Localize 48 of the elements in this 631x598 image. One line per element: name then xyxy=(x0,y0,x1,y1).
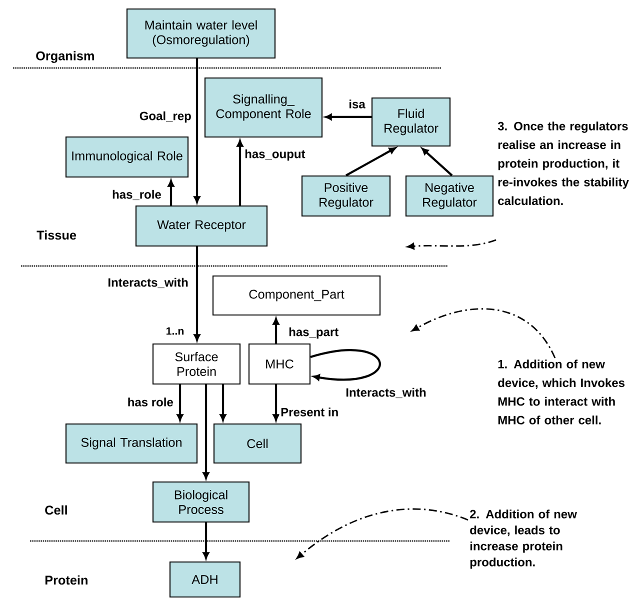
arrow xyxy=(168,180,174,206)
process-box: Immunological Role xyxy=(65,136,189,178)
arrow xyxy=(412,308,556,358)
arrow xyxy=(325,114,372,120)
process-box: Fluid Regulator xyxy=(371,97,451,147)
process-box: Surface Protein xyxy=(152,343,241,385)
process-box: ADH xyxy=(169,561,241,598)
edge-label: has_ouput xyxy=(243,148,307,162)
process-box: Positive Regulator xyxy=(301,175,391,217)
process-box: Signalling_ Component Role xyxy=(204,77,323,138)
edge-label: has_role xyxy=(110,188,163,202)
arrow xyxy=(194,246,200,341)
edge-label: Present in xyxy=(279,406,340,418)
multiplicity-label: 1..n xyxy=(166,327,184,335)
arrow xyxy=(272,318,280,344)
arrow xyxy=(296,508,468,559)
process-box: Cell xyxy=(213,423,302,464)
arrow xyxy=(202,384,210,479)
edge-label: has_part xyxy=(287,326,340,340)
arrow xyxy=(422,148,453,176)
annotation-text: 3. Once the regulators realise an increase in protein production, it re-invokes the stability calculation. xyxy=(498,122,629,206)
annotation-text: 1. Addition of new device, which Invokes MHC to interact with MHC of other cell. xyxy=(498,360,624,424)
loop-arrow xyxy=(310,349,381,381)
edge-label: Interacts_with xyxy=(106,276,190,290)
layer-label: Cell xyxy=(45,505,67,515)
layer-label: Tissue xyxy=(36,230,76,240)
process-box: Signal Translation xyxy=(65,423,198,464)
arrow xyxy=(176,384,184,421)
edge-label: isa xyxy=(347,98,367,110)
edge-label: Interacts_with xyxy=(344,386,428,400)
arrow xyxy=(236,140,244,206)
edge-label: Goal_rep xyxy=(138,110,193,124)
annotation-text: 2. Addition of new device, leads to increase protein production. xyxy=(470,510,577,569)
process-box: Biological Process xyxy=(152,481,250,523)
arrow xyxy=(194,58,200,203)
process-box: Water Receptor xyxy=(135,205,268,247)
edge-label: has role xyxy=(126,396,175,408)
layer-label: Organism xyxy=(36,51,94,63)
arrow xyxy=(345,147,396,176)
process-box: Component_Part xyxy=(212,275,381,316)
arrow xyxy=(272,384,280,421)
arrow xyxy=(406,239,496,250)
arrow xyxy=(202,522,210,559)
process-box: Maintain water level (Osmoregulation) xyxy=(126,8,276,59)
layer-label: Protein xyxy=(45,575,88,585)
process-box: MHC xyxy=(248,343,311,385)
process-box: Negative Regulator xyxy=(405,175,494,217)
arrow xyxy=(220,384,226,421)
